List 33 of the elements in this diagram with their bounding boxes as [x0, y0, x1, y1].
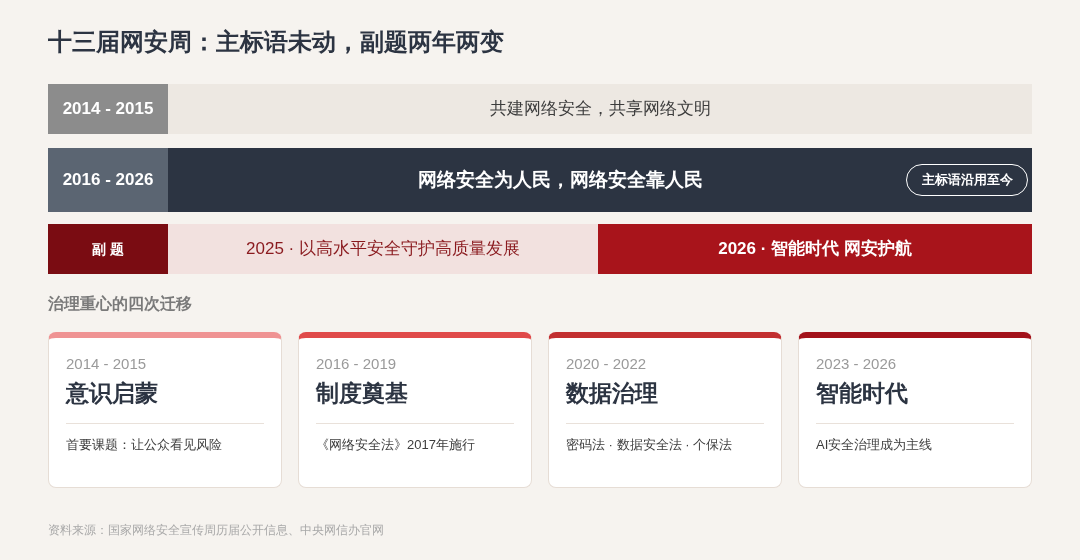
card-title: 智能时代 — [816, 380, 908, 408]
slogan-text: 共建网络安全，共享网络文明 — [489, 98, 711, 120]
card-text: 《网络安全法》2017年施行 — [316, 437, 475, 453]
slogan-band — [168, 84, 1032, 134]
subtitle-text: 2026 · 智能时代 网安护航 — [718, 238, 912, 260]
source-note: 资料来源：国家网络安全宣传周历届公开信息、中央网信办官网 — [48, 523, 384, 538]
year-range: 2016 - 2026 — [62, 169, 154, 191]
row-tab — [48, 224, 168, 274]
card-text: 首要课题：让公众看见风险 — [66, 437, 222, 453]
row-label: 副 题 — [92, 240, 124, 258]
period-card — [798, 332, 1032, 488]
slogan-band — [168, 148, 1032, 212]
card-title: 数据治理 — [566, 380, 658, 408]
subtitle-band — [168, 224, 598, 274]
section-heading: 治理重心的四次迁移 — [48, 294, 192, 314]
period-card — [48, 332, 282, 488]
page-title: 十三届网安周：主标语未动，副题两年两变 — [48, 27, 504, 57]
year-range: 2020 - 2022 — [566, 355, 647, 373]
period-tab — [48, 148, 168, 212]
subtitle-band — [598, 224, 1032, 274]
card-title: 意识启蒙 — [66, 380, 158, 408]
period-card — [298, 332, 532, 488]
card-title: 制度奠基 — [316, 380, 408, 408]
year-range: 2014 - 2015 — [66, 355, 147, 373]
period-tab — [48, 84, 168, 134]
period-card — [548, 332, 782, 488]
slogan-text: 网络安全为人民，网络安全靠人民 — [417, 168, 703, 192]
card-text: AI安全治理成为主线 — [816, 437, 933, 453]
card-text: 密码法 · 数据安全法 · 个保法 — [566, 437, 733, 453]
subtitle-text: 2025 · 以高水平安全守护高质量发展 — [246, 238, 520, 260]
year-range: 2016 - 2019 — [316, 355, 397, 373]
year-range: 2023 - 2026 — [816, 355, 897, 373]
year-range: 2014 - 2015 — [62, 98, 154, 120]
